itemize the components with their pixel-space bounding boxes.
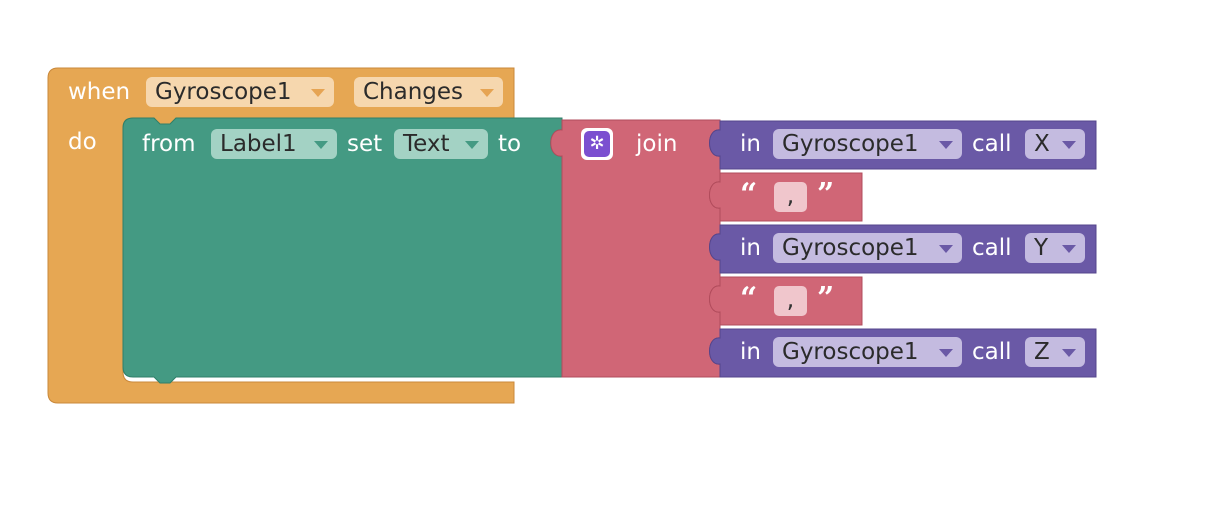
getter-z-in-label: in — [740, 339, 761, 365]
string-2-text-field[interactable]: , — [774, 286, 807, 316]
set-property-dropdown[interactable]: Text — [394, 129, 488, 159]
set-component-value: Label1 — [220, 131, 297, 157]
string-2-open-quote: “ — [740, 281, 758, 316]
getter-x-in-label: in — [740, 131, 761, 157]
getter-y-component-dropdown[interactable]: Gyroscope1 — [773, 233, 962, 263]
getter-x-property-dropdown[interactable]: X — [1025, 129, 1085, 159]
getter-z-component-dropdown[interactable]: Gyroscope1 — [773, 337, 962, 367]
getter-z-property-value: Z — [1034, 339, 1050, 365]
getter-z-property-dropdown[interactable]: Z — [1025, 337, 1085, 367]
getter-x-component-dropdown[interactable]: Gyroscope1 — [773, 129, 962, 159]
chevron-down-icon — [1062, 349, 1076, 357]
event-component-value: Gyroscope1 — [155, 79, 292, 105]
set-component-dropdown[interactable]: Label1 — [211, 129, 337, 159]
chevron-down-icon — [480, 89, 494, 97]
string-2-close-quote: ” — [817, 281, 835, 316]
set-property-value: Text — [403, 131, 450, 157]
string-1-open-quote: “ — [740, 177, 758, 212]
event-component-dropdown[interactable]: Gyroscope1 — [146, 77, 334, 107]
chevron-down-icon — [1062, 245, 1076, 253]
event-name-value: Changes — [363, 79, 464, 105]
event-name-dropdown[interactable]: Changes — [354, 77, 503, 107]
getter-y-in-label: in — [740, 235, 761, 261]
string-1-text-field[interactable]: , — [774, 182, 807, 212]
when-label: when — [68, 79, 131, 105]
gear-icon: ✲ — [584, 131, 610, 157]
chevron-down-icon — [939, 245, 953, 253]
getter-x-call-label: call — [972, 131, 1012, 157]
do-label: do — [68, 129, 97, 155]
chevron-down-icon — [311, 89, 325, 97]
join-label: join — [636, 131, 678, 157]
getter-z-call-label: call — [972, 339, 1012, 365]
chevron-down-icon — [465, 141, 479, 149]
chevron-down-icon — [939, 141, 953, 149]
chevron-down-icon — [314, 141, 328, 149]
getter-x-component-value: Gyroscope1 — [782, 131, 919, 157]
to-label: to — [498, 131, 522, 157]
from-label: from — [142, 131, 196, 157]
getter-x-property-value: X — [1034, 131, 1050, 157]
chevron-down-icon — [1062, 141, 1076, 149]
getter-y-call-label: call — [972, 235, 1012, 261]
getter-y-component-value: Gyroscope1 — [782, 235, 919, 261]
getter-y-property-dropdown[interactable]: Y — [1025, 233, 1085, 263]
set-label: set — [347, 131, 383, 157]
string-1-close-quote: ” — [817, 177, 835, 212]
getter-y-property-value: Y — [1034, 235, 1049, 261]
getter-z-component-value: Gyroscope1 — [782, 339, 919, 365]
mutator-gear-button[interactable]: ✲ — [581, 128, 613, 160]
chevron-down-icon — [939, 349, 953, 357]
